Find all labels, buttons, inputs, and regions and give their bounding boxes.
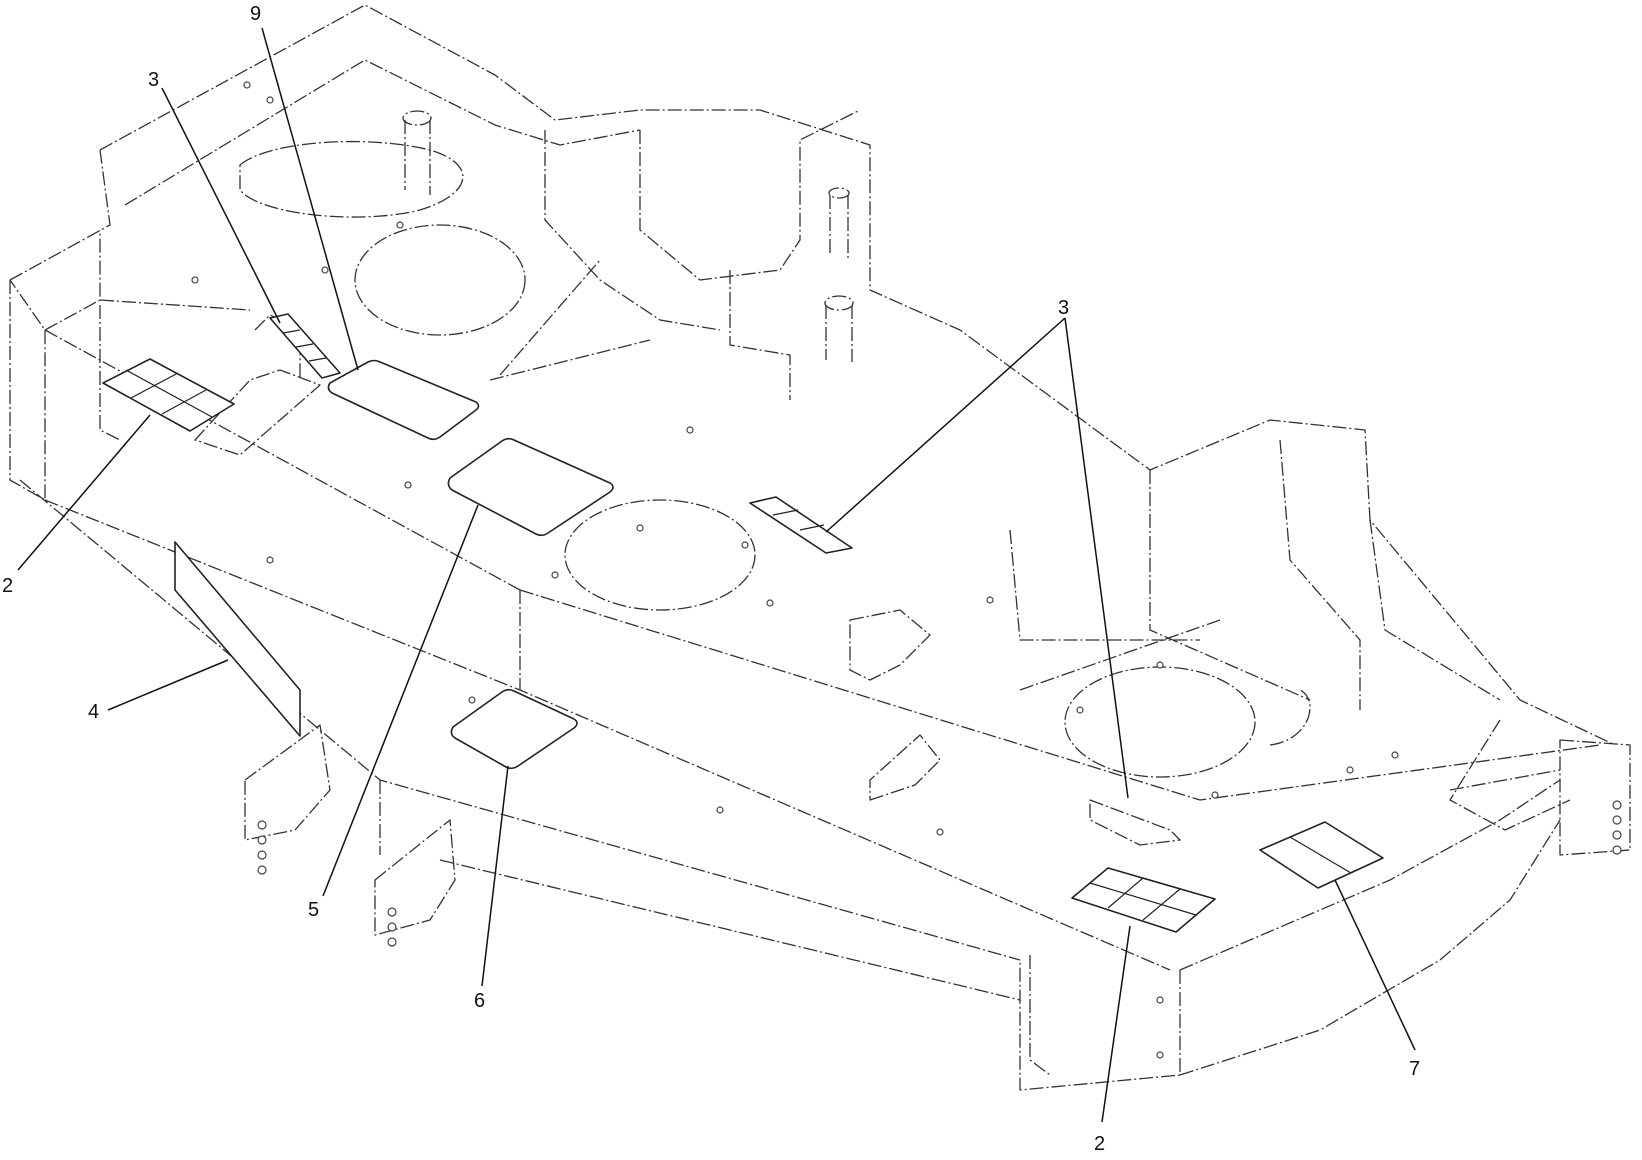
decal-7 — [1259, 821, 1384, 889]
callout-3-upper-left: 3 — [148, 69, 159, 91]
decal-3-center — [749, 496, 853, 554]
callout-6: 6 — [474, 990, 485, 1012]
decal-5 — [447, 437, 614, 537]
callout-2-left: 2 — [2, 575, 13, 597]
callout-3-center: 3 — [1058, 297, 1069, 319]
callout-7: 7 — [1409, 1058, 1420, 1080]
decal-2-left — [102, 358, 235, 432]
decal-2-right — [1071, 867, 1216, 933]
callout-5: 5 — [308, 899, 319, 921]
mounting-holes — [191, 81, 1622, 1059]
mower-deck-outline — [9, 4, 1631, 1091]
decal-9 — [327, 359, 480, 441]
decal-4 — [174, 541, 301, 737]
decal-3-upper-left — [269, 313, 341, 379]
callout-4: 4 — [88, 701, 99, 723]
leader-lines — [17, 27, 1416, 1123]
decal-6 — [450, 688, 578, 770]
callout-2-right: 2 — [1094, 1133, 1105, 1155]
callout-labels: 9 3 3 2 4 5 6 2 7 — [2, 3, 1420, 1155]
callout-9: 9 — [250, 3, 261, 25]
